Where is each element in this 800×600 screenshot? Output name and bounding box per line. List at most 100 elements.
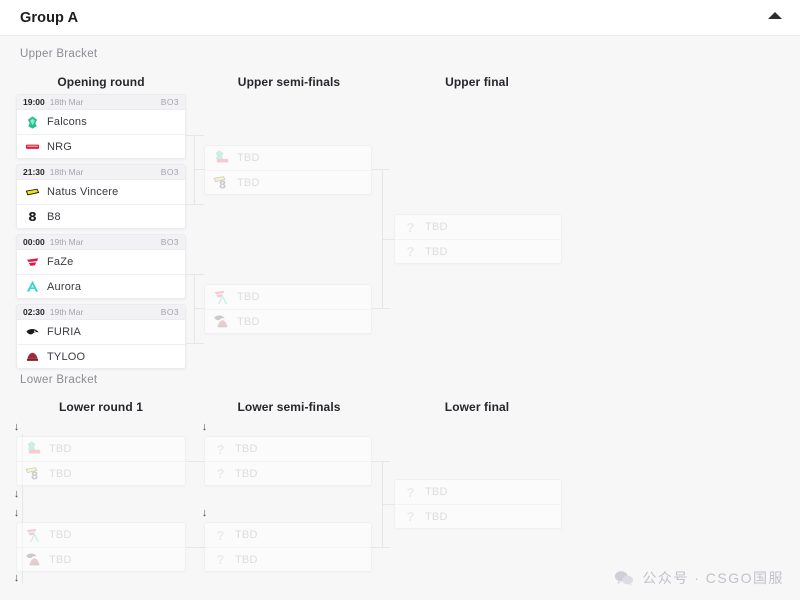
ghost-logos (25, 527, 42, 544)
match-header: 21:30 18th Mar BO3 (17, 165, 185, 180)
team-row[interactable]: TYLOO (17, 344, 185, 368)
team-row[interactable]: FaZe (17, 250, 185, 274)
nrg-logo (28, 445, 41, 458)
team-row[interactable]: FURIA (17, 320, 185, 344)
team-name: TBD (49, 443, 72, 455)
question-mark-icon: ? (216, 466, 225, 481)
team-row[interactable]: TBD (205, 285, 371, 309)
watermark-text: 公众号 · CSGO国服 (642, 570, 784, 586)
team-name: NRG (47, 140, 73, 153)
match-card[interactable]: 21:30 18th Mar BO3 Natus Vincere 8 B8 (16, 164, 186, 229)
match-card[interactable]: 02:30 19th Mar BO3 FURIA TYLOO (16, 304, 186, 369)
team-row[interactable]: Natus Vincere (17, 180, 185, 204)
team-row[interactable]: ? TBD (395, 215, 561, 239)
match-time: 00:00 (23, 237, 45, 247)
team-name: TBD (235, 443, 258, 455)
team-name: TBD (425, 221, 448, 233)
match-card[interactable]: ? TBD ? TBD (204, 522, 372, 572)
round-title-opening: Opening round (57, 75, 145, 89)
aurora-logo (25, 279, 40, 294)
ghost-logos (25, 551, 42, 568)
team-row[interactable]: ? TBD (395, 239, 561, 263)
faze-logo (25, 526, 38, 539)
match-card[interactable]: TBD 8 TBD (16, 436, 186, 486)
team-name: TBD (49, 529, 72, 541)
drop-arrow-icon (200, 506, 209, 520)
match-time: 19:00 (23, 97, 45, 107)
team-name: TYLOO (47, 350, 86, 363)
team-row[interactable]: TBD (17, 523, 185, 547)
team-row[interactable]: TBD (17, 437, 185, 461)
team-row[interactable]: ? TBD (395, 480, 561, 504)
faze-logo (213, 288, 226, 301)
team-row[interactable]: ? TBD (205, 437, 371, 461)
furia-logo (213, 312, 226, 325)
team-name: TBD (425, 245, 448, 258)
question-mark-icon: ? (216, 527, 225, 543)
drop-arrow-icon (12, 571, 21, 585)
match-card[interactable]: TBD TBD (204, 284, 372, 334)
team-name: TBD (49, 467, 72, 480)
match-header: 19:00 18th Mar BO3 (17, 95, 185, 110)
drop-arrow-icon (12, 487, 21, 501)
match-card[interactable]: TBD 8 TBD (204, 145, 372, 195)
match-date: 19th Mar (49, 237, 84, 247)
b8-logo: 8 (25, 209, 40, 224)
team-row[interactable]: NRG (17, 134, 185, 158)
match-card[interactable]: ? TBD ? TBD (394, 214, 562, 264)
team-row[interactable]: ? TBD (205, 523, 371, 547)
tyloo-logo (216, 317, 229, 330)
upper-bracket-label: Upper Bracket (20, 48, 98, 60)
team-name: TBD (235, 529, 258, 541)
team-row[interactable]: 8 TBD (205, 170, 371, 194)
match-date: 19th Mar (49, 307, 84, 317)
falcons-logo (213, 149, 226, 162)
match-card[interactable]: 19:00 18th Mar BO3 Falcons NRG (16, 94, 186, 159)
match-card[interactable]: 00:00 19th Mar BO3 FaZe Aurora (16, 234, 186, 299)
team-row[interactable]: TBD (205, 309, 371, 333)
team-name: Natus Vincere (47, 186, 119, 198)
team-row[interactable]: Falcons (17, 110, 185, 134)
ghost-logos (213, 149, 230, 167)
match-format: BO3 (160, 167, 179, 177)
page-title: Group A (20, 9, 79, 26)
ghost-logos (25, 440, 42, 458)
ghost-logos (213, 313, 230, 330)
svg-text:8: 8 (28, 210, 36, 224)
aurora-logo (28, 531, 41, 544)
team-name: FaZe (47, 256, 74, 268)
navi-logo (25, 464, 38, 477)
navi-logo (213, 173, 226, 186)
team-row[interactable]: ? TBD (205, 547, 371, 571)
ghost-logos: 8 (213, 174, 230, 191)
team-name: TBD (49, 553, 72, 566)
team-row[interactable]: TBD (205, 146, 371, 170)
watermark: 公众号 · CSGO国服 (614, 568, 784, 588)
svg-text:8: 8 (219, 180, 226, 191)
team-name: TBD (237, 315, 260, 328)
team-row[interactable]: Aurora (17, 274, 185, 298)
team-row[interactable]: ? TBD (205, 461, 371, 485)
match-format: BO3 (160, 97, 179, 107)
team-row[interactable]: TBD (17, 547, 185, 571)
nrg-logo (216, 154, 229, 167)
ghost-logos: 8 (25, 465, 42, 482)
match-card[interactable]: TBD TBD (16, 522, 186, 572)
round-title-lower-round-1: Lower round 1 (59, 400, 143, 414)
question-mark-icon: ? (406, 509, 415, 524)
match-card[interactable]: ? TBD ? TBD (394, 479, 562, 529)
lower-bracket-label: Lower Bracket (20, 374, 98, 386)
match-time: 21:30 (23, 167, 45, 177)
team-name: Aurora (47, 280, 82, 293)
aurora-logo (216, 293, 229, 306)
b8-logo: 8 (216, 178, 229, 191)
chevron-up-icon[interactable] (768, 12, 782, 19)
team-row[interactable]: 8 TBD (17, 461, 185, 485)
question-mark-icon: ? (406, 244, 415, 259)
furia-logo (25, 550, 38, 563)
team-row[interactable]: ? TBD (395, 504, 561, 528)
group-header: Group A (0, 0, 800, 36)
match-card[interactable]: ? TBD ? TBD (204, 436, 372, 486)
team-name: TBD (235, 467, 258, 480)
team-row[interactable]: 8 B8 (17, 204, 185, 228)
